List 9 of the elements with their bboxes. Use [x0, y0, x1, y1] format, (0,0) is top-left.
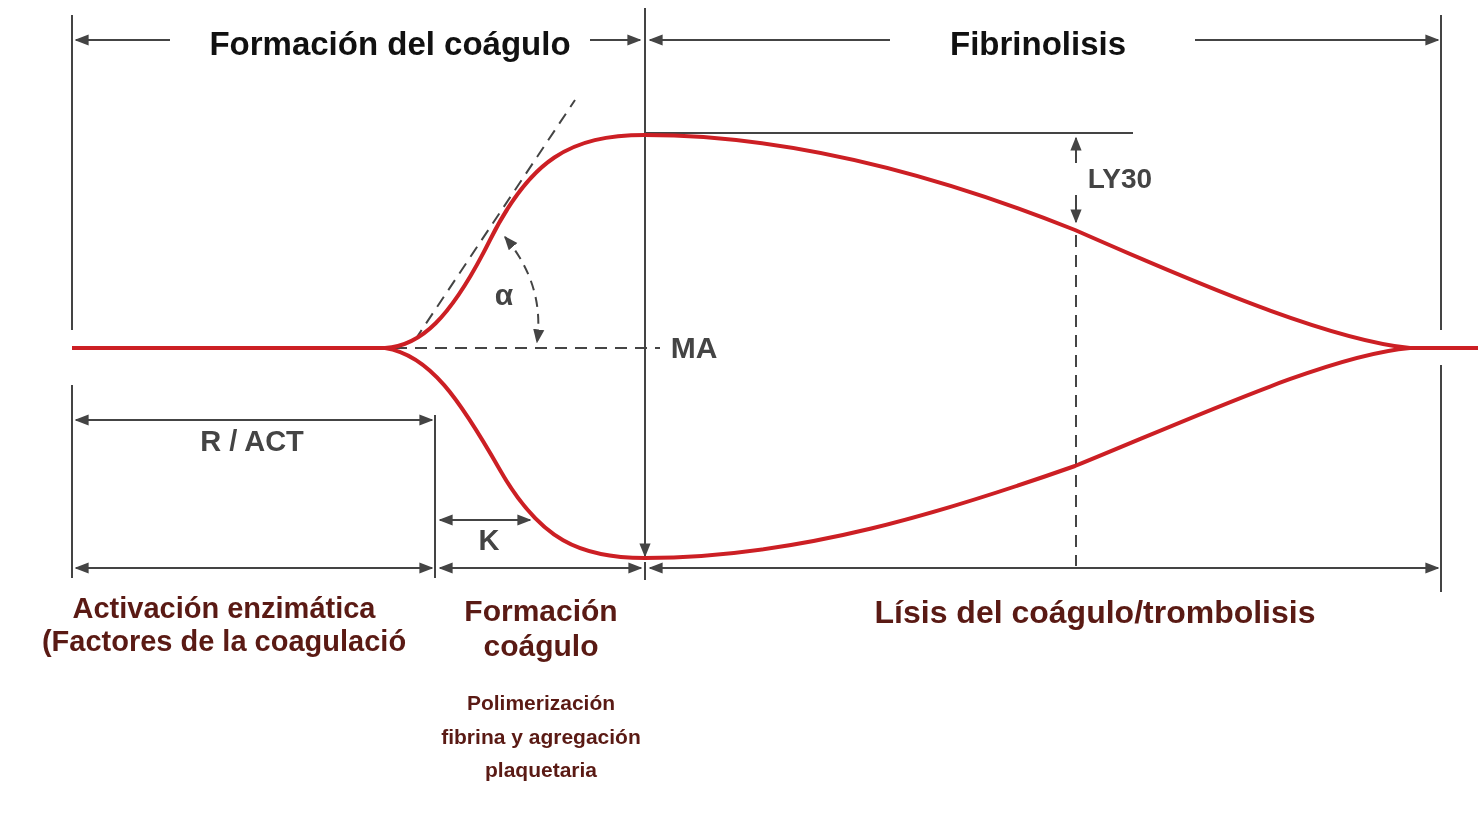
angle-label: α	[493, 278, 515, 313]
parameter-label: K	[477, 524, 501, 558]
section-heading: Formación del coágulo	[208, 25, 572, 63]
parameter-label: R / ACT	[199, 425, 305, 459]
phase-label: Formación coágulo	[463, 594, 619, 663]
phase-label: Lísis del coágulo/trombolisis	[873, 594, 1317, 631]
phase-description: Polimerización fibrina y agregación plaquetaria	[441, 690, 641, 784]
phase-label: Activación enzimática (Factores de la coagulació	[40, 592, 408, 659]
section-heading: Fibrinolisis	[949, 25, 1127, 63]
